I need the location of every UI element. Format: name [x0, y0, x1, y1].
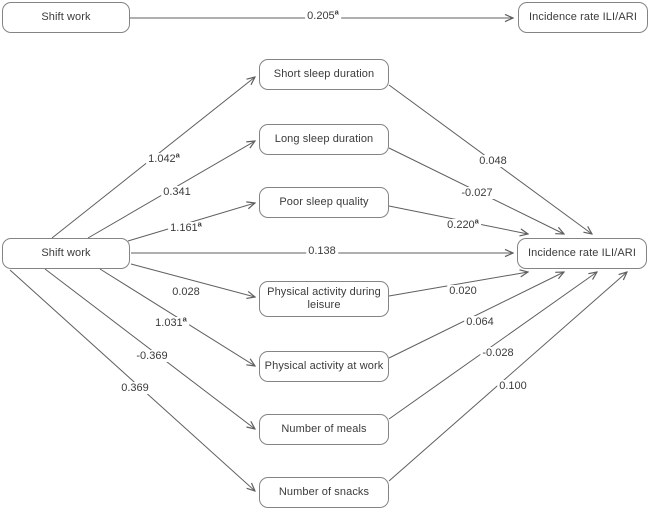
node-top-shift-work: Shift work: [2, 2, 130, 33]
coefficient-b-pa-leisure: 0.020: [447, 285, 479, 297]
coefficient-b-meals: -0.028: [480, 347, 516, 359]
coefficient-b-long-sleep: -0.027: [459, 187, 495, 199]
significance-superscript: a: [175, 150, 180, 160]
coefficient-a-long-sleep: 0.341: [161, 186, 193, 198]
node-poor-sleep-quality: Poor sleep quality: [259, 187, 389, 218]
coefficient-direct-path: 0.138: [306, 245, 338, 257]
arrow-shiftwork-to-pa-leisure: [130, 263, 255, 297]
coefficient-a-short-sleep: 1.042a: [146, 150, 182, 165]
node-label: Physical activity at work: [264, 360, 384, 372]
arrow-shiftwork-to-snacks: [9, 269, 255, 491]
node-label: Shift work: [41, 11, 91, 23]
coefficient-b-pa-work: 0.064: [464, 316, 496, 328]
node-label: Physical activity during: [267, 286, 381, 298]
node-label: Short sleep duration: [273, 68, 375, 80]
node-label-line2: leisure: [307, 299, 341, 311]
node-label: Number of meals: [281, 423, 367, 435]
significance-superscript: a: [474, 216, 479, 226]
node-label: Incidence rate ILI/ARI: [528, 247, 636, 259]
node-label: Shift work: [41, 247, 91, 259]
node-label: Incidence rate ILI/ARI: [529, 11, 637, 23]
arrow-pa-work-to-outcome: [388, 272, 564, 359]
coefficient-b-short-sleep: 0.048: [477, 155, 509, 167]
coefficient-a-snacks: 0.369: [119, 382, 151, 394]
coefficient-a-poor-sleep: 1.161a: [168, 219, 204, 234]
coefficient-a-pa-work: 1.031a: [153, 314, 189, 329]
node-number-of-snacks: Number of snacks: [259, 477, 389, 508]
node-number-of-meals: Number of meals: [259, 414, 389, 445]
node-short-sleep-duration: Short sleep duration: [259, 59, 389, 90]
node-long-sleep-duration: Long sleep duration: [259, 124, 389, 155]
arrow-shiftwork-to-meals: [44, 268, 255, 429]
node-shift-work: Shift work: [2, 238, 130, 269]
coefficient-top-direct: 0.205a: [305, 7, 341, 22]
node-label: Number of snacks: [278, 486, 370, 498]
node-label: Poor sleep quality: [279, 196, 369, 208]
node-physical-activity-work: Physical activity at work: [259, 351, 389, 382]
arrow-snacks-to-outcome: [388, 272, 627, 482]
significance-superscript: a: [182, 314, 187, 324]
coefficient-b-snacks: 0.100: [497, 380, 529, 392]
significance-superscript: a: [197, 219, 202, 229]
coefficient-b-poor-sleep: 0.220a: [445, 216, 481, 231]
coefficient-a-pa-leisure: 0.028: [170, 286, 202, 298]
node-label: Long sleep duration: [274, 133, 374, 145]
significance-superscript: a: [334, 7, 339, 17]
arrow-meals-to-outcome: [388, 272, 597, 420]
coefficient-a-meals: -0.369: [134, 350, 170, 362]
node-physical-activity-leisure: Physical activity during leisure: [259, 281, 389, 317]
node-incidence-rate: Incidence rate ILI/ARI: [517, 238, 647, 269]
node-top-incidence-rate: Incidence rate ILI/ARI: [518, 2, 648, 33]
arrow-pa-leisure-to-outcome: [388, 272, 528, 297]
